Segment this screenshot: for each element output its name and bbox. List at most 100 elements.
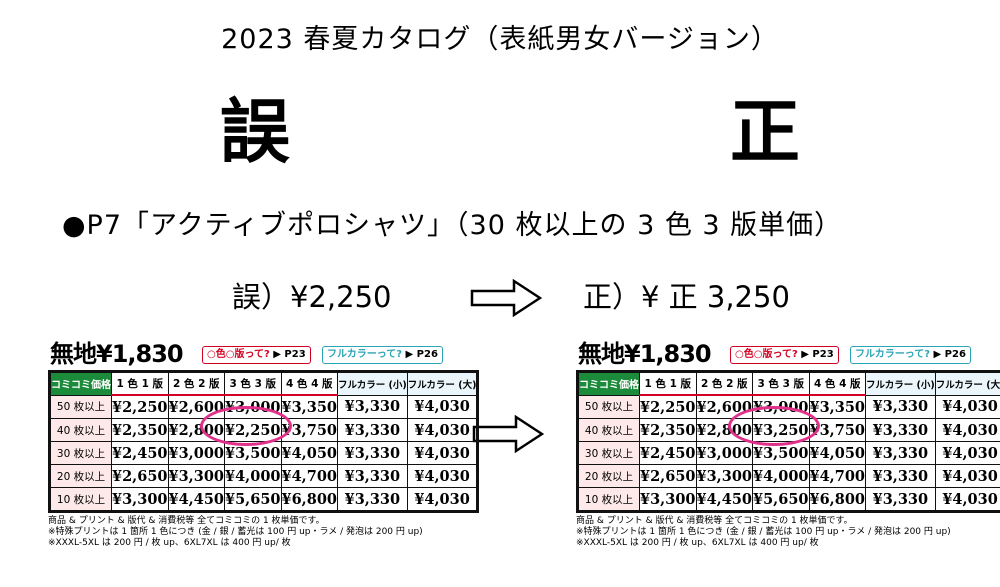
price-cell: ¥4,030 xyxy=(406,487,479,512)
price-cell: ¥6,800 xyxy=(808,487,866,512)
arrow-right-icon xyxy=(470,278,542,318)
price-cell: ¥4,030 xyxy=(406,394,479,419)
note-line: ※XXXL-5XL は 200 円 / 枚 up、6XL7XL は 400 円 … xyxy=(576,538,819,548)
price-cell: ¥3,000 xyxy=(224,394,282,419)
price-cell: ¥3,300 xyxy=(111,487,169,512)
price-cell: ¥3,500 xyxy=(752,441,810,465)
price-cell: ¥5,650 xyxy=(752,487,810,512)
price-cell: ¥4,030 xyxy=(406,441,479,465)
price-cell: ¥3,330 xyxy=(865,464,936,488)
price-cell: ¥4,030 xyxy=(406,464,479,488)
price-cell: ¥4,030 xyxy=(406,418,479,442)
price-cell: ¥2,600 xyxy=(695,394,753,419)
row-label: 50 枚以上 xyxy=(577,394,640,419)
table-row: 10 枚以上 ¥3,300 ¥4,450 ¥5,650 ¥6,800 ¥3,33… xyxy=(577,487,1000,512)
tag-text: フルカラーって? xyxy=(855,349,931,360)
price-cell: ¥4,000 xyxy=(752,464,810,488)
price-cell: ¥4,700 xyxy=(808,464,866,488)
price-cell: ¥3,330 xyxy=(865,418,936,442)
table-row: 40 枚以上 ¥2,350 ¥2,800 ¥2,250 ¥3,750 ¥3,33… xyxy=(49,418,479,442)
price-cell: ¥4,030 xyxy=(934,464,1000,488)
row-label: 50 枚以上 xyxy=(49,394,112,419)
wrong-label: 誤 xyxy=(220,91,290,173)
price-cell: ¥4,030 xyxy=(934,418,1000,442)
price-table: コミコミ価格 1 色 1 版 2 色 2 版 3 色 3 版 4 色 4 版 フ… xyxy=(48,370,480,513)
row-label: 20 枚以上 xyxy=(49,464,112,488)
tag-color-plates: ○色○版って? ▶ P23 xyxy=(202,346,311,364)
tag-full-color: フルカラーって? ▶ P26 xyxy=(850,346,971,364)
price-cell: ¥2,350 xyxy=(111,418,169,442)
note-line: 商品 & プリント & 版代 & 消費税等 全てコミコミの 1 枚単価です。 xyxy=(48,516,325,526)
column-header: フルカラー (小) xyxy=(865,371,936,396)
price-cell: ¥3,330 xyxy=(337,487,408,512)
price-cell: ¥6,800 xyxy=(280,487,338,512)
price-cell: ¥4,030 xyxy=(934,487,1000,512)
price-cell: ¥3,500 xyxy=(224,441,282,465)
correction-headline: ●P7「アクティブポロシャツ」（30 枚以上の 3 色 3 版単価） xyxy=(62,210,843,241)
column-header: 2 色 2 版 xyxy=(167,370,225,396)
note-line: ※XXXL-5XL は 200 円 / 枚 up、6XL7XL は 400 円 … xyxy=(48,538,291,548)
table-row: 20 枚以上 ¥2,650 ¥3,300 ¥4,000 ¥4,700 ¥3,33… xyxy=(49,464,479,488)
tag-page: ▶ P26 xyxy=(405,349,438,360)
price-cell: ¥3,330 xyxy=(865,441,936,465)
price-cell: ¥3,330 xyxy=(865,394,936,419)
tag-page: ▶ P23 xyxy=(273,349,306,360)
price-cell: ¥4,000 xyxy=(224,464,282,488)
row-label: 10 枚以上 xyxy=(49,487,112,512)
corner-header: コミコミ価格 xyxy=(49,371,112,396)
price-cell: ¥5,650 xyxy=(224,487,282,512)
column-header: 3 色 3 版 xyxy=(224,370,282,396)
table-row: 50 枚以上 ¥2,250 ¥2,600 ¥3,000 ¥3,350 ¥3,33… xyxy=(577,394,1000,419)
column-header: 1 色 1 版 xyxy=(111,370,169,396)
note-line: ※特殊プリントは 1 箇所 1 色につき (金 / 銀 / 蓄光は 100 円 … xyxy=(48,527,423,537)
price-cell: ¥3,300 xyxy=(695,464,753,488)
column-header: 2 色 2 版 xyxy=(695,370,753,396)
tag-full-color: フルカラーって? ▶ P26 xyxy=(322,346,443,364)
price-block-wrong: 無地¥1,830 ○色○版って? ▶ P23 フルカラーって? ▶ P26 コミ… xyxy=(48,340,480,549)
price-cell: ¥2,250 xyxy=(224,418,282,442)
price-cell: ¥2,650 xyxy=(639,464,697,488)
price-cell: ¥3,000 xyxy=(167,441,225,465)
table-row: 30 枚以上 ¥2,450 ¥3,000 ¥3,500 ¥4,050 ¥3,33… xyxy=(49,441,479,465)
price-cell: ¥2,600 xyxy=(167,394,225,419)
table-notes: 商品 & プリント & 版代 & 消費税等 全てコミコミの 1 枚単価です。 ※… xyxy=(48,516,448,549)
note-line: ※特殊プリントは 1 箇所 1 色につき (金 / 銀 / 蓄光は 100 円 … xyxy=(576,527,951,537)
arrow-right-icon xyxy=(472,414,544,454)
row-label: 30 枚以上 xyxy=(577,441,640,465)
table-row: 20 枚以上 ¥2,650 ¥3,300 ¥4,000 ¥4,700 ¥3,33… xyxy=(577,464,1000,488)
price-cell: ¥2,800 xyxy=(695,418,753,442)
table-row: 40 枚以上 ¥2,350 ¥2,800 ¥3,250 ¥3,750 ¥3,33… xyxy=(577,418,1000,442)
row-label: 10 枚以上 xyxy=(577,487,640,512)
price-cell: ¥3,330 xyxy=(337,441,408,465)
column-header: 4 色 4 版 xyxy=(280,370,338,396)
price-cell: ¥3,750 xyxy=(808,418,866,442)
note-line: 商品 & プリント & 版代 & 消費税等 全てコミコミの 1 枚単価です。 xyxy=(576,516,853,526)
price-cell: ¥2,650 xyxy=(111,464,169,488)
correct-label: 正 xyxy=(730,91,800,173)
plain-price: 無地¥1,830 xyxy=(50,340,184,368)
price-cell: ¥2,250 xyxy=(111,394,169,419)
price-cell: ¥4,030 xyxy=(934,394,1000,419)
row-label: 40 枚以上 xyxy=(577,418,640,442)
price-cell: ¥4,050 xyxy=(280,441,338,465)
price-cell: ¥4,450 xyxy=(167,487,225,512)
price-cell: ¥3,000 xyxy=(695,441,753,465)
tag-text: フルカラーって? xyxy=(327,349,403,360)
table-row: 30 枚以上 ¥2,450 ¥3,000 ¥3,500 ¥4,050 ¥3,33… xyxy=(577,441,1000,465)
table-row: 50 枚以上 ¥2,250 ¥2,600 ¥3,000 ¥3,350 ¥3,33… xyxy=(49,394,479,419)
price-cell: ¥4,450 xyxy=(695,487,753,512)
price-cell: ¥3,000 xyxy=(752,394,810,419)
correct-price: 正）¥ 正 3,250 xyxy=(583,280,790,314)
price-cell: ¥3,750 xyxy=(280,418,338,442)
price-cell: ¥4,700 xyxy=(280,464,338,488)
price-cell: ¥4,050 xyxy=(808,441,866,465)
price-cell: ¥2,450 xyxy=(639,441,697,465)
price-cell: ¥3,300 xyxy=(639,487,697,512)
column-header: フルカラー (小) xyxy=(337,371,408,396)
corner-header: コミコミ価格 xyxy=(577,371,640,396)
tag-page: ▶ P26 xyxy=(933,349,966,360)
price-cell: ¥2,450 xyxy=(111,441,169,465)
column-header: フルカラー (大) xyxy=(406,371,479,396)
plain-price: 無地¥1,830 xyxy=(578,340,712,368)
price-table: コミコミ価格 1 色 1 版 2 色 2 版 3 色 3 版 4 色 4 版 フ… xyxy=(576,370,1000,513)
